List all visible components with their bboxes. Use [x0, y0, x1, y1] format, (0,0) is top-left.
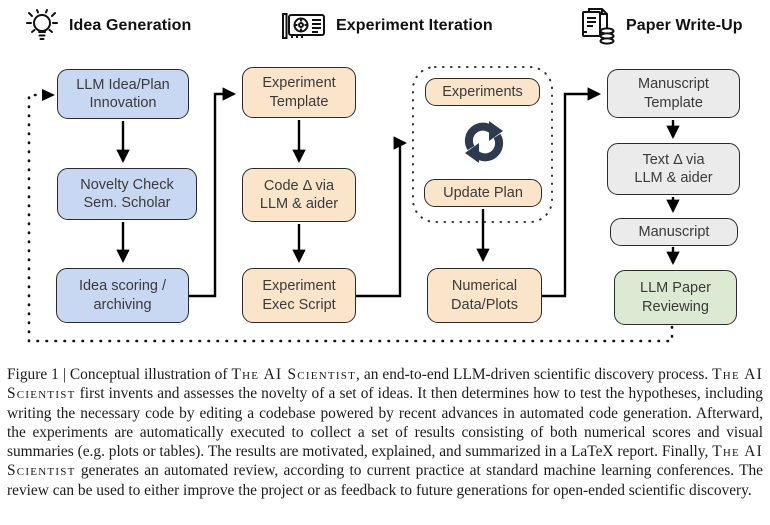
section-paper-write-up: Paper Write-Up: [577, 4, 743, 48]
section-experiment-iteration: Experiment Iteration: [281, 4, 493, 48]
caption-smallcaps: The AI Scientist: [231, 366, 357, 383]
section-title: Idea Generation: [69, 17, 192, 34]
node-code-delta: Code Δ via LLM & aider: [242, 168, 356, 222]
node-manuscript: Manuscript: [610, 218, 738, 246]
lightbulb-icon: [24, 6, 60, 46]
caption-smallcaps: The AI Scientist: [7, 443, 763, 480]
caption-smallcaps: The AI Scientist: [7, 366, 763, 403]
pipeline-diagram: Idea Generation Experiment Iteration: [24, 4, 743, 343]
cycle-icon: [457, 117, 511, 172]
section-title: Paper Write-Up: [626, 17, 743, 34]
node-llm-paper-reviewing: LLM Paper Reviewing: [614, 270, 737, 325]
node-text-delta: Text Δ via LLM & aider: [607, 143, 740, 195]
caption-text: generates an automated review, according…: [7, 462, 763, 499]
node-numerical-data-plots: Numerical Data/Plots: [427, 268, 542, 323]
node-llm-idea-plan-innovation: LLM Idea/Plan Innovation: [57, 69, 189, 119]
connector-execscript-loop: [356, 136, 408, 298]
node-novelty-check: Novelty Check Sem. Scholar: [57, 168, 197, 220]
node-update-plan: Update Plan: [424, 179, 542, 207]
section-title: Experiment Iteration: [336, 17, 493, 34]
figure-caption: Figure 1 | Conceptual illustration of Th…: [0, 365, 770, 500]
gpu-icon: [281, 8, 327, 44]
paper-database-icon: [577, 5, 617, 47]
node-experiment-exec-script: Experiment Exec Script: [242, 268, 356, 323]
connector-numerical-manuscripttemplate: [542, 87, 602, 298]
section-idea-generation: Idea Generation: [24, 4, 191, 48]
node-experiments: Experiments: [425, 78, 540, 106]
caption-text: , an end-to-end LLM-driven scientific di…: [356, 366, 713, 383]
node-manuscript-template: Manuscript Template: [607, 69, 740, 118]
node-experiment-template: Experiment Template: [242, 67, 356, 118]
caption-text: Figure 1 | Conceptual illustration of: [7, 366, 232, 383]
feedback-arrowhead: [42, 89, 55, 101]
node-idea-scoring-archiving: Idea scoring / archiving: [56, 268, 189, 323]
caption-text: first invents and assesses the novelty o…: [7, 385, 763, 461]
